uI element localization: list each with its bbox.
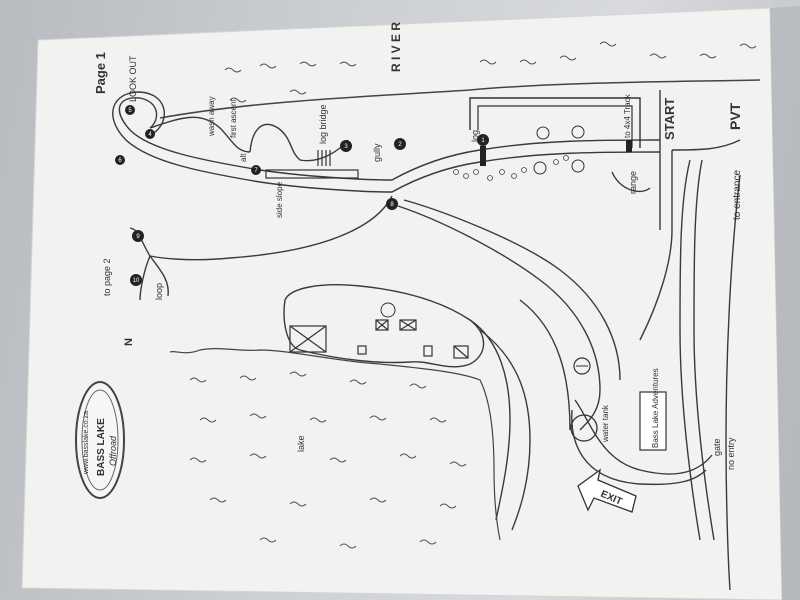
lower-trail — [129, 195, 621, 431]
no-entry-label: no entry — [726, 437, 736, 470]
gully-label: gully — [372, 143, 382, 162]
building-icons — [289, 319, 469, 359]
bass-lake-adventures-box — [639, 391, 667, 451]
bass-lake-logo — [75, 381, 125, 499]
exit-arrow-icon — [577, 468, 637, 513]
access-road — [611, 90, 741, 591]
lake-area-trails — [283, 284, 713, 531]
marker-numbers: 1 2 3 4 5 6 7 8 9 10 — [118, 108, 485, 284]
paper-sheet — [21, 7, 783, 600]
marker-10: 10 — [133, 278, 140, 284]
start-trail — [469, 97, 641, 148]
first-ascent-label: first ascent — [229, 99, 238, 138]
lookout-label: LOOK OUT — [128, 55, 138, 102]
washaway-label: wash away — [207, 96, 216, 137]
log-bridge-label: log bridge — [318, 104, 328, 144]
marker-2: 2 — [398, 142, 402, 148]
stone-dots — [453, 155, 569, 181]
paper-shadow — [770, 6, 800, 600]
river-label: R I V E R — [389, 22, 403, 72]
river-bank — [159, 79, 761, 119]
lake-waves — [189, 371, 467, 549]
to-page2-label: to page 2 — [102, 258, 112, 296]
river-waves — [224, 41, 757, 103]
logo-text: BASS LAKE — [96, 418, 107, 476]
start-label: START — [662, 98, 677, 140]
alt-label: alt — [239, 153, 248, 162]
north-label: N — [123, 338, 135, 346]
marker-1: 1 — [481, 138, 485, 144]
log-bridge-icon — [317, 150, 331, 166]
roundabout-icon — [573, 357, 591, 375]
log-label: log — [470, 130, 480, 142]
logo-sub: Offroad — [108, 435, 118, 466]
trail-markers — [115, 105, 489, 286]
marker-8: 8 — [390, 202, 394, 208]
page-label: Page 1 — [93, 52, 108, 94]
range-label: range — [628, 171, 638, 194]
gate-label: gate — [712, 438, 722, 456]
marker-7: 7 — [254, 168, 258, 174]
main-trail — [112, 91, 661, 193]
start-trail-inner — [477, 105, 633, 148]
side-slope-area — [265, 169, 359, 179]
marker-9: 9 — [136, 234, 140, 240]
marker-3: 3 — [344, 144, 348, 150]
marker-6: 6 — [118, 158, 122, 164]
4x4-track-gate-icon — [626, 140, 632, 152]
lake-shoreline — [169, 347, 501, 541]
website-label: www.basslake.co.za — [83, 411, 90, 475]
to-entrance-label: to entrance — [732, 170, 743, 220]
marker-4: 4 — [148, 132, 152, 138]
water-tank-label: water tank — [601, 404, 610, 443]
loop-label: loop — [154, 283, 164, 300]
bass-lake-adventures-label: Bass Lake Adventures — [651, 368, 660, 448]
to-4x4-label: to 4x4 Track — [623, 93, 632, 138]
water-tank-icon — [570, 414, 598, 442]
marker-5: 5 — [128, 108, 132, 114]
side-slope-label: side slope — [275, 181, 284, 218]
pvt-label: PVT — [727, 102, 743, 130]
log-icon — [480, 146, 486, 166]
bush-icons — [380, 125, 585, 318]
lake-label: lake — [296, 435, 306, 452]
